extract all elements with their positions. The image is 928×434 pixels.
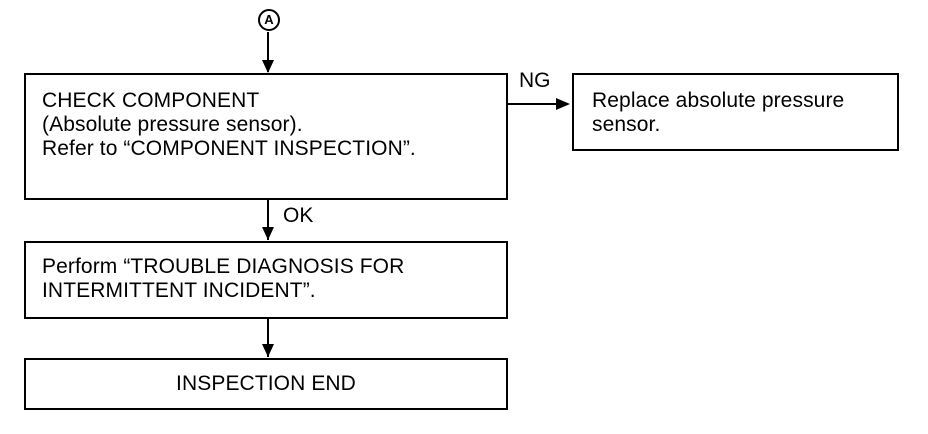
inspection-end-label: INSPECTION END: [176, 372, 356, 395]
connector-a-label: A: [264, 12, 274, 27]
ok-label: OK: [283, 204, 314, 227]
inspection-end-box: INSPECTION END: [24, 358, 508, 410]
ng-label: NG: [519, 69, 551, 92]
replace-sensor-box: Replace absolute pressure sensor.: [572, 73, 899, 151]
perform-diagnosis-box: Perform “TROUBLE DIAGNOSIS FOR INTERMITT…: [24, 241, 508, 319]
replace-sensor-line1: Replace absolute pressure: [592, 89, 845, 112]
perform-diagnosis-line1: Perform “TROUBLE DIAGNOSIS FOR: [42, 255, 405, 278]
check-component-subtitle: (Absolute pressure sensor).: [42, 113, 303, 136]
arrowhead-ok-to-perform: [262, 227, 274, 240]
arrowhead-start-to-check: [262, 60, 274, 73]
connector-a: A: [258, 9, 280, 31]
arrowhead-perform-to-end: [262, 344, 274, 357]
check-component-reference: Refer to “COMPONENT INSPECTION”.: [42, 137, 416, 160]
replace-sensor-line2: sensor.: [592, 113, 661, 136]
perform-diagnosis-line2: INTERMITTENT INCIDENT”.: [42, 279, 316, 302]
check-component-title: CHECK COMPONENT: [42, 89, 260, 112]
arrowhead-ng-to-replace: [556, 98, 570, 110]
check-component-box: CHECK COMPONENT (Absolute pressure senso…: [24, 73, 508, 200]
